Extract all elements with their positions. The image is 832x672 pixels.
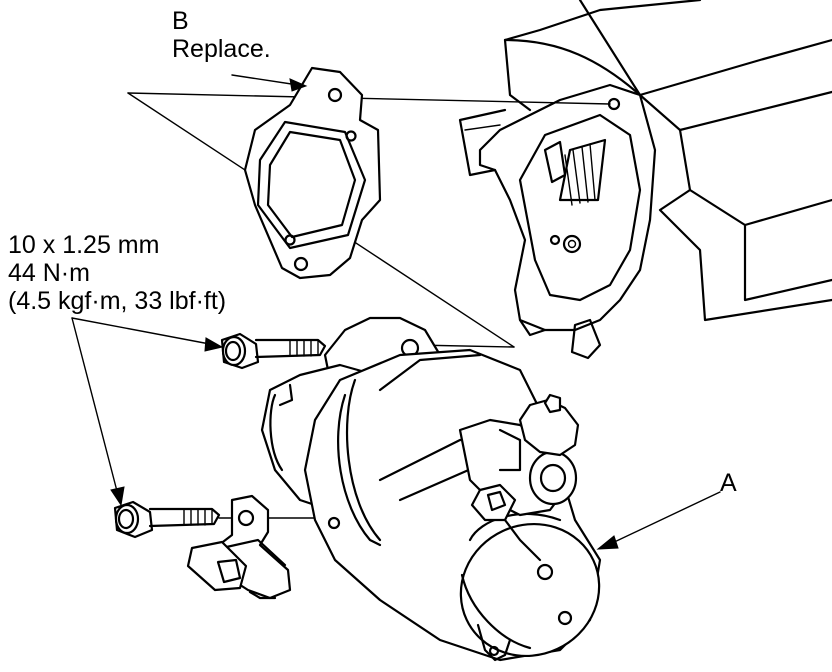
gasket-hole: [345, 130, 357, 142]
bolt-hole: [562, 234, 582, 254]
starter-letter-label: A: [720, 469, 737, 497]
mounting-bolt-upper: [220, 332, 327, 370]
bolt-size-label: 10 x 1.25 mm: [8, 231, 160, 259]
torque-nm-label: 44 N·m: [8, 259, 90, 287]
gasket-hole: [293, 256, 309, 272]
gasket-callout-arrow: [231, 74, 308, 92]
gasket-hole: [284, 234, 296, 246]
mounting-bolt-lower: [113, 500, 331, 539]
gasket: [243, 66, 382, 280]
ring-gear: [543, 138, 607, 206]
starter-motor: [260, 316, 602, 662]
gasket-note-label: Replace.: [172, 35, 271, 63]
gasket-letter-label: B: [172, 7, 189, 35]
cable-clamp-bracket: [186, 494, 292, 600]
torque-alt-label: (4.5 kgf·m, 33 lbf·ft): [8, 287, 227, 315]
gasket-hole: [327, 87, 343, 103]
starter-callout-arrow: [596, 491, 721, 550]
torque-callout-arrows: [71, 317, 224, 507]
transmission-housing: [458, 0, 832, 360]
